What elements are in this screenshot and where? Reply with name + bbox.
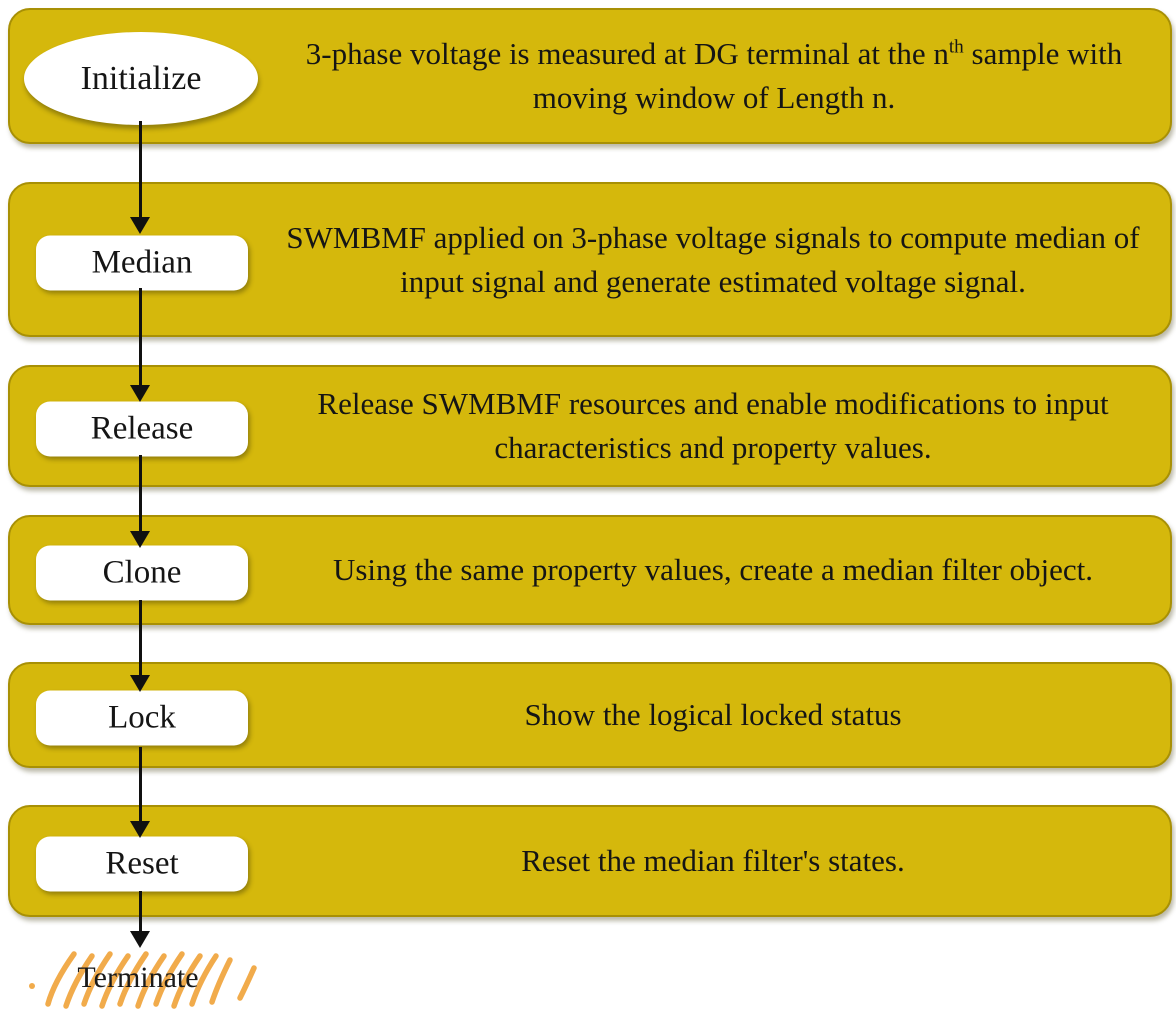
arrow-release-to-clone: [130, 455, 150, 548]
step-description-initialize: 3-phase voltage is measured at DG termin…: [286, 32, 1142, 120]
arrow-shaft: [138, 288, 142, 385]
arrowhead-down-icon: [130, 531, 150, 548]
terminator: Terminate: [28, 946, 264, 1010]
arrow-reset-to-terminate: [130, 891, 150, 948]
step-label-lock: Lock: [108, 699, 176, 736]
step-shape-lock: Lock: [36, 690, 248, 746]
step-label-release: Release: [90, 410, 194, 447]
arrow-lock-to-reset: [130, 747, 150, 838]
step-shape-reset: Reset: [36, 836, 248, 892]
arrow-clone-to-lock: [130, 600, 150, 692]
arrowhead-down-icon: [130, 675, 150, 692]
step-shape-median: Median: [36, 235, 248, 290]
step-description-reset: Reset the median filter's states.: [521, 842, 905, 878]
arrow-median-to-release: [130, 288, 150, 402]
step-label-median: Median: [91, 244, 193, 280]
step-description-clone: Using the same property values, create a…: [332, 551, 1094, 587]
step-block-median: Median SWMBMF applied on 3-phase voltage…: [8, 182, 1172, 337]
description-text: 3-phase voltage is measured at DG termin…: [305, 35, 949, 71]
step-block-clone: Clone Using the same property values, cr…: [8, 515, 1172, 625]
step-shape-release: Release: [36, 401, 248, 457]
step-shape-initialize: Initialize: [24, 32, 258, 125]
arrow-shaft: [138, 747, 142, 821]
step-shape-clone: Clone: [36, 545, 248, 601]
highlight-scribble-icon: [29, 951, 257, 1009]
arrow-shaft: [138, 600, 142, 675]
arrowhead-down-icon: [130, 821, 150, 838]
step-label-reset: Reset: [105, 845, 179, 882]
step-block-reset: Reset Reset the median filter's states.: [8, 805, 1172, 917]
arrow-shaft: [138, 891, 142, 931]
description-superscript: th: [948, 36, 964, 58]
step-block-initialize: Initialize 3-phase voltage is measured a…: [8, 8, 1172, 144]
arrow-shaft: [138, 121, 142, 217]
step-label-initialize: Initialize: [80, 59, 202, 97]
step-description-lock: Show the logical locked status: [524, 696, 902, 732]
step-description-median: SWMBMF applied on 3-phase voltage signal…: [286, 219, 1140, 299]
description-text: sample with moving window of Length n.: [532, 35, 1123, 115]
arrowhead-down-icon: [130, 385, 150, 402]
step-block-release: Release Release SWMBMF resources and ena…: [8, 365, 1172, 487]
arrowhead-down-icon: [130, 931, 150, 948]
step-block-lock: Lock Show the logical locked status: [8, 662, 1172, 768]
arrow-shaft: [138, 455, 142, 531]
arrow-initialize-to-median: [130, 121, 150, 234]
step-description-release: Release SWMBMF resources and enable modi…: [317, 385, 1109, 465]
arrowhead-down-icon: [130, 217, 150, 234]
step-label-clone: Clone: [102, 554, 182, 591]
terminator-label: Terminate: [77, 961, 199, 994]
